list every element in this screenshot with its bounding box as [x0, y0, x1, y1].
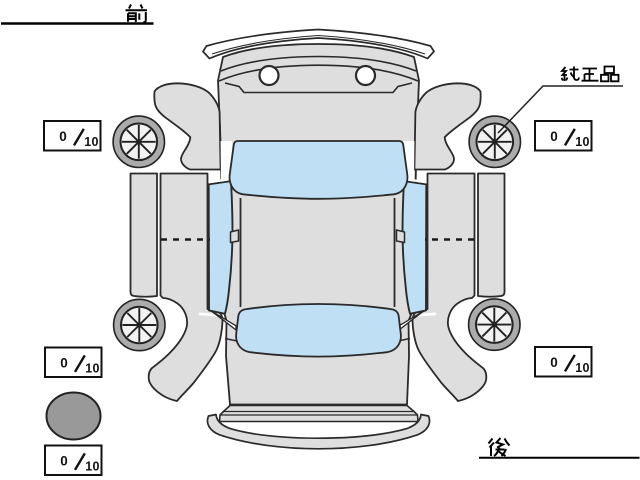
svg-text:10: 10: [84, 135, 99, 149]
svg-text:0: 0: [59, 129, 67, 144]
